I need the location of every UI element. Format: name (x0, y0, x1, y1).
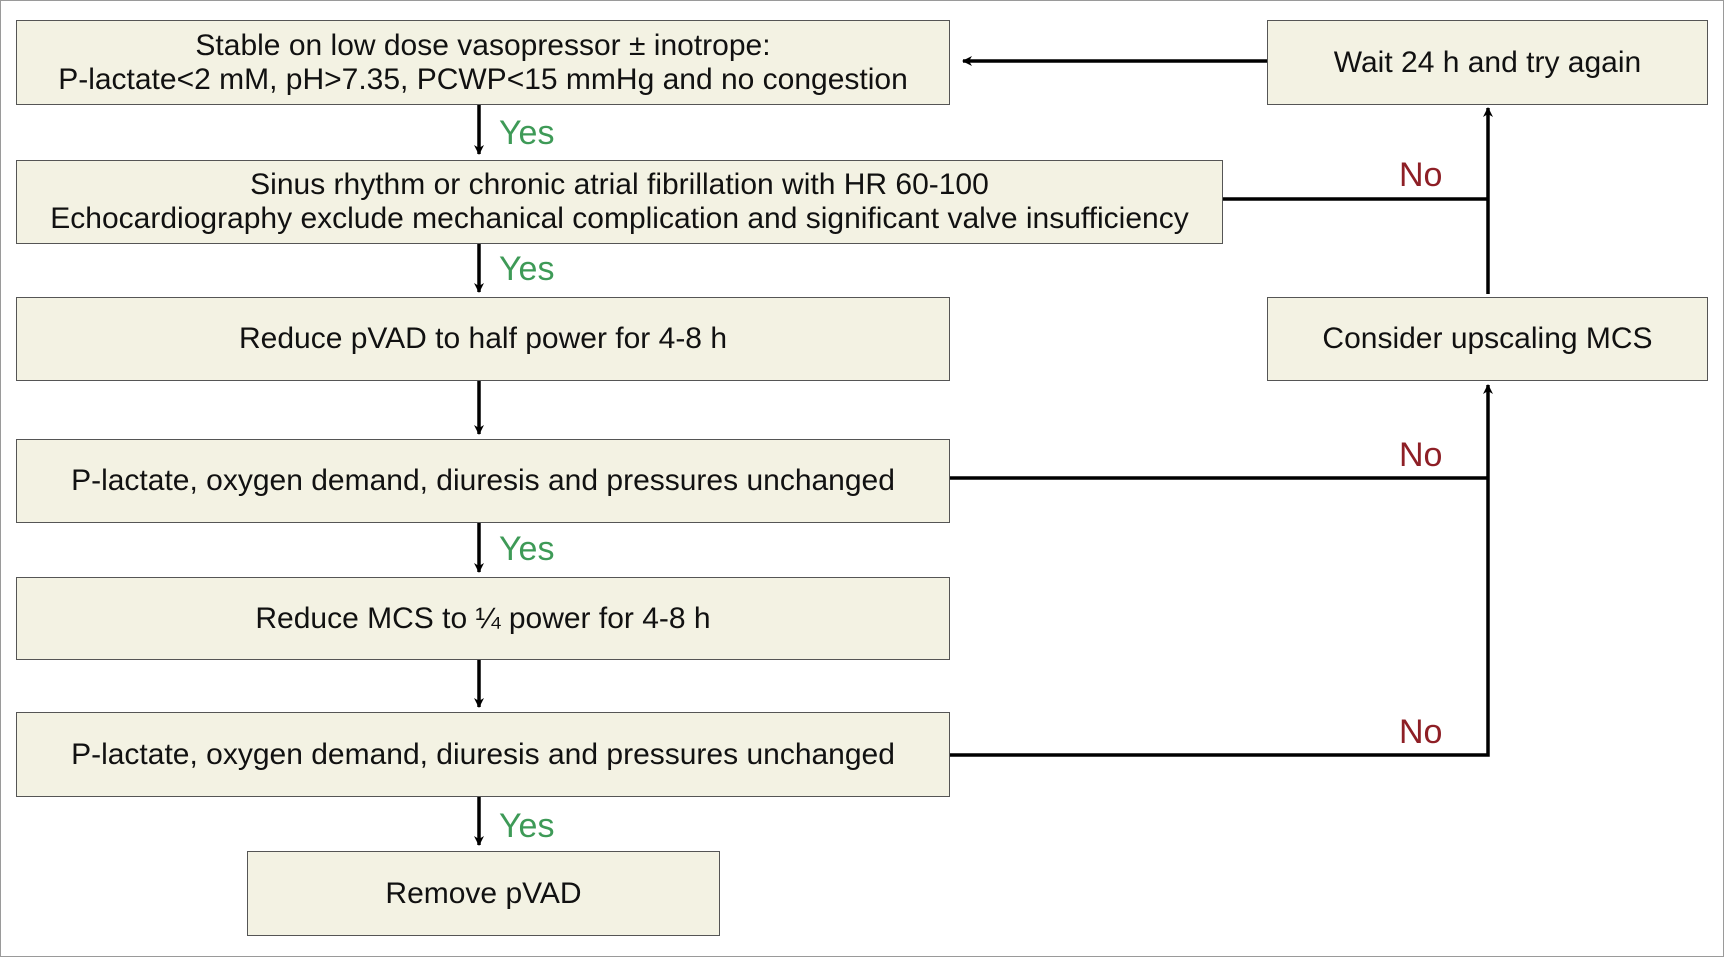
node-check2: P-lactate, oxygen demand, diuresis and p… (16, 712, 950, 797)
arrow-check2-no-to-upscale (950, 384, 1493, 757)
node-stable-line1: Stable on low dose vasopressor ± inotrop… (195, 28, 771, 62)
node-wait-text: Wait 24 h and try again (1333, 45, 1642, 79)
node-stable-criteria: Stable on low dose vasopressor ± inotrop… (16, 20, 950, 105)
label-no-rhythm: No (1399, 156, 1443, 194)
node-wait: Wait 24 h and try again (1267, 20, 1708, 105)
node-remove-text: Remove pVAD (385, 876, 582, 910)
node-rhythm-line2: Echocardiography exclude mechanical comp… (50, 202, 1189, 235)
node-half-power: Reduce pVAD to half power for 4-8 h (16, 297, 950, 381)
node-upscale-mcs: Consider upscaling MCS (1267, 297, 1708, 381)
node-rhythm-line1: Sinus rhythm or chronic atrial fibrillat… (250, 168, 989, 202)
label-yes-2: Yes (499, 250, 555, 288)
node-half-power-text: Reduce pVAD to half power for 4-8 h (238, 322, 728, 356)
node-check1: P-lactate, oxygen demand, diuresis and p… (16, 439, 950, 523)
node-rhythm-echo: Sinus rhythm or chronic atrial fibrillat… (16, 160, 1223, 244)
node-check1-text: P-lactate, oxygen demand, diuresis and p… (71, 464, 895, 498)
node-remove-pvad: Remove pVAD (247, 851, 720, 936)
label-yes-3: Yes (499, 530, 555, 568)
label-no-check2: No (1399, 713, 1443, 751)
label-yes-1: Yes (499, 114, 555, 152)
label-yes-4: Yes (499, 807, 555, 845)
node-check2-text: P-lactate, oxygen demand, diuresis and p… (71, 737, 895, 771)
node-upscale-text: Consider upscaling MCS (1322, 322, 1653, 356)
node-quarter-power: Reduce MCS to ¼ power for 4-8 h (16, 577, 950, 660)
label-no-check1: No (1399, 436, 1443, 474)
node-quarter-power-text: Reduce MCS to ¼ power for 4-8 h (255, 601, 711, 635)
node-stable-line2: P-lactate<2 mM, pH>7.35, PCWP<15 mmHg an… (58, 62, 908, 96)
